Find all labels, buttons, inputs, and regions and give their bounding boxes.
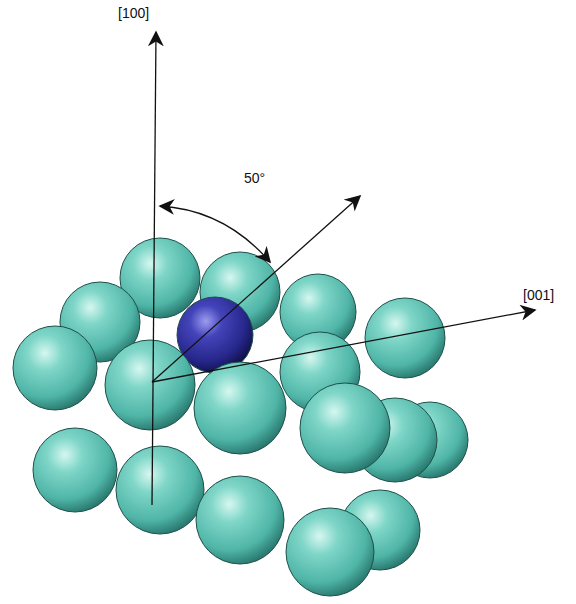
axis-arrows [152, 32, 535, 505]
angle-label: 50° [244, 171, 265, 186]
axis-label: [100] [118, 6, 149, 21]
atom-spheres [13, 238, 468, 596]
axis-label: [001] [523, 288, 554, 303]
